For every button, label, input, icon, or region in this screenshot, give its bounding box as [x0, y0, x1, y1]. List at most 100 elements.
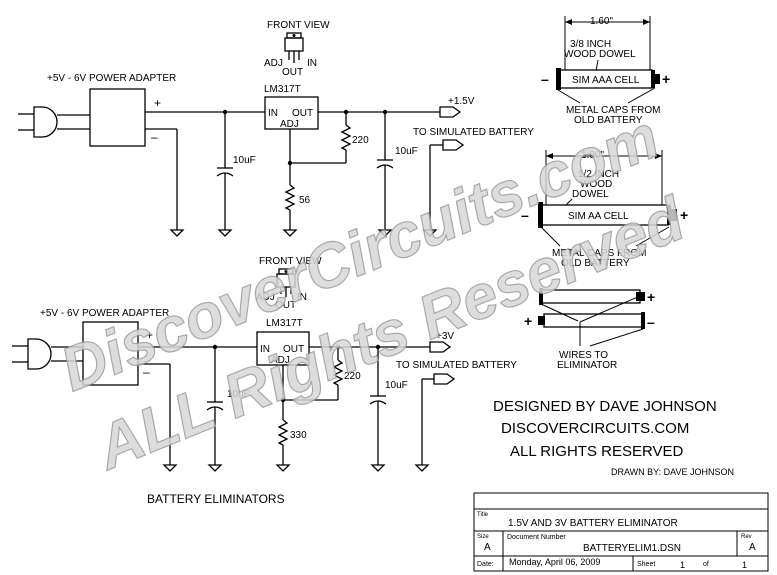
- top-adapter-box: [89, 88, 146, 147]
- aa-pos-cap: [671, 209, 677, 221]
- of-label: of: [703, 561, 709, 568]
- credits-line3: ALL RIGHTS RESERVED: [510, 443, 684, 460]
- dual-wires-line1: WIRES TO: [559, 350, 608, 361]
- top-output-label: +1.5V: [448, 96, 475, 107]
- top-r56: [284, 184, 296, 211]
- bottom-output-connector: [429, 341, 452, 353]
- bottom-adapter-label: +5V - 6V POWER ADAPTER: [40, 308, 169, 319]
- rev-label: Rev: [741, 534, 752, 540]
- aaa-dowel-line1: 3/8 INCH: [570, 39, 611, 50]
- date-value: Monday, April 06, 2009: [509, 557, 600, 567]
- aa-dowel-line3: DOWEL: [572, 189, 609, 200]
- bottom-pin-adj: ADJ: [256, 292, 275, 303]
- credits: DESIGNED BY DAVE JOHNSON DISCOVERCIRCUIT…: [493, 398, 734, 477]
- aa-neg-cap: [538, 202, 543, 228]
- title-value: 1.5V AND 3V BATTERY ELIMINATOR: [508, 518, 678, 529]
- top-cap1-label: 10uF: [233, 155, 256, 166]
- aaa-caps-line2: OLD BATTERY: [574, 115, 643, 126]
- top-pin-adj: ADJ: [264, 58, 283, 69]
- size-value: A: [484, 542, 491, 553]
- top-adapter-minus: –: [151, 130, 158, 144]
- top-reg-adj: ADJ: [280, 119, 299, 130]
- credits-line1: DESIGNED BY DAVE JOHNSON: [493, 398, 717, 415]
- bottom-reg-in: IN: [260, 344, 270, 355]
- bottom-reg-out: OUT: [283, 344, 304, 355]
- docnum-label: Document Number: [507, 534, 566, 541]
- docnum-value: BATTERYELIM1.DSN: [583, 543, 681, 554]
- aaa-pos-cap: [655, 74, 660, 84]
- bottom-cap1-label: 10uF: [227, 389, 250, 400]
- bottom-reg-adj: ADJ: [271, 355, 290, 366]
- top-lm317: [264, 96, 319, 130]
- sheet-label: Sheet: [637, 561, 655, 568]
- top-reg-out: OUT: [292, 108, 313, 119]
- top-reg-name: LM317T: [264, 84, 301, 95]
- dual-plus-right: +: [647, 289, 655, 305]
- aa-dowel-line1: 1/2 INCH: [578, 169, 619, 180]
- top-output-connector: [439, 106, 462, 118]
- aa-cell-label: SIM AA CELL: [568, 211, 629, 222]
- sheet-num: 1: [680, 560, 685, 570]
- credits-drawn-by: DRAWN BY: DAVE JOHNSON: [611, 467, 734, 477]
- top-pin-in: IN: [307, 58, 317, 69]
- aaa-cell-label: SIM AAA CELL: [572, 75, 640, 86]
- bottom-sim-connector: [433, 373, 456, 385]
- aaa-caps-line1: METAL CAPS FROM: [566, 105, 660, 116]
- top-to220-body: [284, 37, 304, 52]
- bottom-front-view: FRONT VIEW ADJ OUT IN: [256, 256, 322, 311]
- top-circuit: FRONT VIEW ADJ OUT IN +5V - 6V POWER ADA…: [18, 20, 534, 237]
- bottom-adapter-plus: +: [146, 328, 153, 342]
- top-adapter-label: +5V - 6V POWER ADAPTER: [47, 73, 176, 84]
- bottom-adapter-minus: –: [143, 365, 150, 379]
- aaa-neg-cap: [556, 68, 561, 90]
- bottom-circuit: FRONT VIEW ADJ OUT IN +5V - 6V POWER ADA…: [12, 256, 517, 472]
- aaa-length: 1.60": [590, 16, 613, 27]
- bottom-pin-out: OUT: [275, 300, 296, 311]
- title-block: Title 1.5V AND 3V BATTERY ELIMINATOR Siz…: [473, 492, 769, 572]
- top-front-view-label: FRONT VIEW: [267, 20, 330, 31]
- bottom-sim-battery-label: TO SIMULATED BATTERY: [396, 360, 517, 371]
- top-sim-battery-label: TO SIMULATED BATTERY: [413, 127, 534, 138]
- bottom-cap2-label: 10uF: [385, 380, 408, 391]
- size-label: Size: [477, 534, 489, 540]
- bottom-pin-in: IN: [297, 292, 307, 303]
- sim-aaa-cell-drawing: 1.60" 3/8 INCH WOOD DOWEL SIM AAA CELL –…: [541, 16, 670, 126]
- bottom-reg-name: LM317T: [266, 318, 303, 329]
- bottom-r220-label: 220: [344, 371, 361, 382]
- bottom-power-plug: [12, 338, 83, 370]
- dual-plus-left: +: [524, 313, 532, 329]
- aa-minus: –: [521, 207, 529, 223]
- bottom-front-view-label: FRONT VIEW: [259, 256, 322, 267]
- date-label: Date:: [477, 561, 494, 568]
- bottom-r330-label: 330: [290, 430, 307, 441]
- dual-cells-drawing: + + – WIRES TO ELIMINATOR: [524, 288, 655, 371]
- title-label: Title: [477, 512, 489, 518]
- bottom-output-label: +3V: [436, 331, 454, 342]
- aa-length: 1.90": [581, 150, 604, 161]
- top-power-plug: [18, 106, 90, 138]
- rev-value: A: [749, 542, 756, 553]
- credits-line2: DISCOVERCIRCUITS.COM: [501, 420, 689, 437]
- dual-minus-right: –: [647, 314, 655, 330]
- aa-caps-line1: METAL CAPS FROM: [552, 248, 646, 259]
- bottom-adapter-box: [82, 321, 139, 386]
- top-r220-label: 220: [352, 135, 369, 146]
- diagram-caption: BATTERY ELIMINATORS: [147, 492, 285, 506]
- top-adapter-plus: +: [154, 96, 161, 110]
- aaa-plus: +: [662, 71, 670, 87]
- top-reg-in: IN: [268, 108, 278, 119]
- aaa-minus: –: [541, 71, 549, 87]
- bottom-r220: [332, 359, 344, 386]
- sheet-total: 1: [742, 560, 747, 570]
- top-pin-out: OUT: [282, 67, 303, 78]
- top-front-view: FRONT VIEW ADJ OUT IN: [264, 20, 330, 78]
- aa-dowel-line2: WOOD: [580, 179, 612, 190]
- top-sim-connector: [442, 139, 465, 151]
- dual-wires-line2: ELIMINATOR: [557, 360, 617, 371]
- aaa-dowel-line2: WOOD DOWEL: [564, 49, 636, 60]
- top-r220: [340, 124, 352, 151]
- aa-caps-line2: OLD BATTERY: [561, 258, 630, 269]
- sim-aa-cell-drawing: 1.90" 1/2 INCH WOOD DOWEL SIM AA CELL – …: [521, 150, 688, 269]
- top-cap2-label: 10uF: [395, 146, 418, 157]
